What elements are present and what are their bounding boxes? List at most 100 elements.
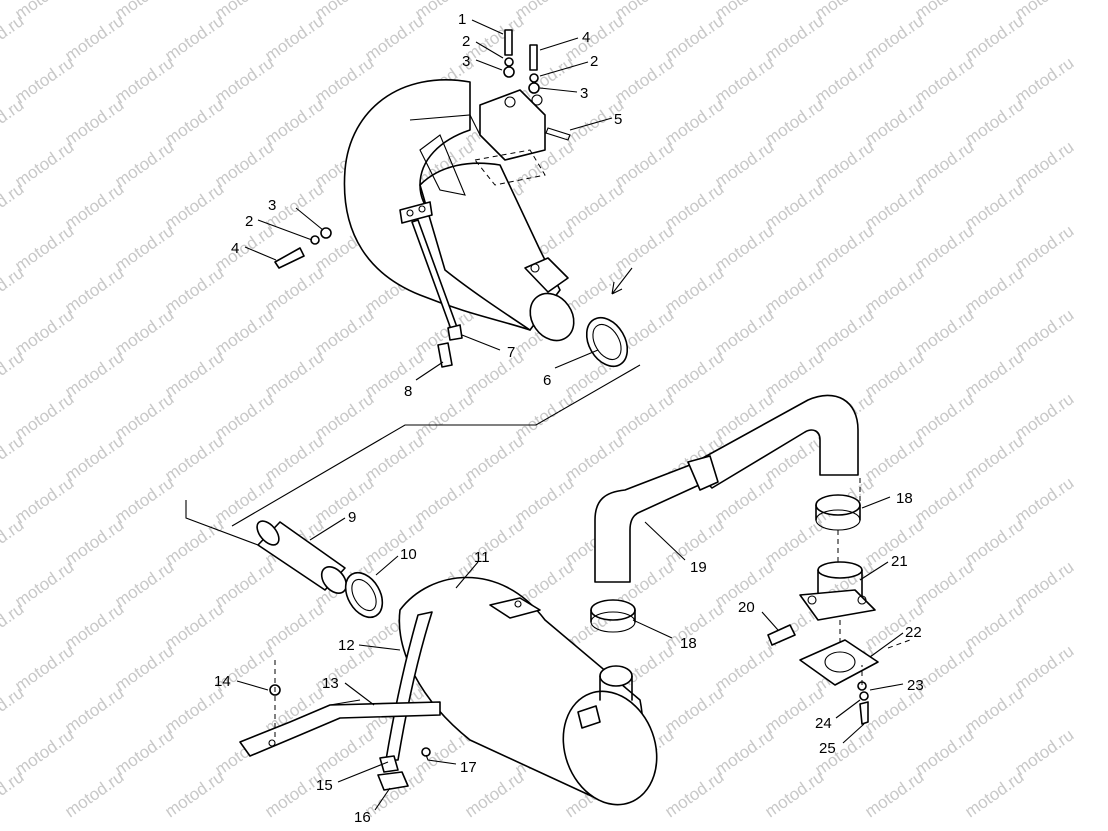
watermark-text: motod.ru xyxy=(261,767,327,821)
watermark-text: motod.ru xyxy=(111,557,177,611)
watermark-text: motod.ru xyxy=(711,221,777,275)
hardware-23-25 xyxy=(857,681,869,725)
watermark-text: motod.ru xyxy=(861,11,927,65)
watermark-text: motod.ru xyxy=(461,431,527,485)
callout-9: 9 xyxy=(348,509,356,526)
watermark-text: motod.ru xyxy=(961,263,1027,317)
watermark-text: motod.ru xyxy=(761,263,827,317)
watermark-text: motod.ru xyxy=(661,347,727,401)
watermark-text: motod.ru xyxy=(661,95,727,149)
watermark-text: motod.ru xyxy=(761,179,827,233)
watermark-text: motod.ru xyxy=(711,137,777,191)
watermark-text: motod.ru xyxy=(961,683,1027,737)
callout-3: 3 xyxy=(268,197,276,214)
watermark-text: motod.ru xyxy=(811,137,877,191)
bolt-20 xyxy=(767,624,796,646)
watermark-text: motod.ru xyxy=(1011,557,1077,611)
expansion-chamber xyxy=(343,79,575,342)
watermark-text: motod.ru xyxy=(161,515,227,569)
callout-15: 15 xyxy=(316,777,333,794)
watermark-text: motod.ru xyxy=(361,515,427,569)
watermark-text: motod.ru xyxy=(1011,725,1077,779)
watermark-text: motod.ru xyxy=(11,725,77,779)
watermark-text: motod.ru xyxy=(61,263,127,317)
watermark-text: motod.ru xyxy=(511,389,577,443)
watermark-text: motod.ru xyxy=(961,515,1027,569)
watermark-text: motod.ru xyxy=(311,389,377,443)
watermark-text: motod.ru xyxy=(1011,137,1077,191)
watermark-text: motod.ru xyxy=(161,179,227,233)
watermark-text: motod.ru xyxy=(961,431,1027,485)
watermark-text: motod.ru xyxy=(161,683,227,737)
watermark-text: motod.ru xyxy=(311,725,377,779)
watermark-text: motod.ru xyxy=(111,389,177,443)
watermark-text: motod.ru xyxy=(261,431,327,485)
callout-13: 13 xyxy=(322,675,339,692)
watermark-text: motod.ru xyxy=(111,641,177,695)
watermark-text: motod.ru xyxy=(161,347,227,401)
watermark-text: motod.ru xyxy=(61,11,127,65)
watermark-text: motod.ru xyxy=(211,53,277,107)
watermark-text: motod.ru xyxy=(61,683,127,737)
callout-25: 25 xyxy=(819,740,836,757)
watermark-text: motod.ru xyxy=(611,389,677,443)
callout-11: 11 xyxy=(474,549,490,566)
watermark-text: motod.ru xyxy=(411,389,477,443)
watermark-text: motod.ru xyxy=(661,683,727,737)
watermark-text: motod.ru xyxy=(161,11,227,65)
watermark-text: motod.ru xyxy=(711,725,777,779)
watermark-text: motod.ru xyxy=(311,305,377,359)
watermark-text: motod.ru xyxy=(561,431,627,485)
watermark-text: motod.ru xyxy=(711,641,777,695)
watermark-text: motod.ru xyxy=(211,389,277,443)
watermark-text: motod.ru xyxy=(511,473,577,527)
muffler-11 xyxy=(398,576,658,806)
coupler-pipe-9 xyxy=(256,520,348,594)
watermark-text: motod.ru xyxy=(61,599,127,653)
watermark-text: motod.ru xyxy=(161,767,227,821)
watermark-text: motod.ru xyxy=(961,179,1027,233)
watermark-text: motod.ru xyxy=(461,11,527,65)
watermark-text: motod.ru xyxy=(11,137,77,191)
watermark-text: motod.ru xyxy=(261,599,327,653)
watermark-text: motod.ru xyxy=(861,347,927,401)
support-rod xyxy=(399,201,463,368)
watermark-text: motod.ru xyxy=(711,53,777,107)
assembly-dash-line-22 xyxy=(887,639,911,649)
assembly-link-line xyxy=(231,364,641,527)
callout-3: 3 xyxy=(462,53,470,70)
muffler-strap xyxy=(377,611,433,791)
clamp-18-upper xyxy=(815,494,861,531)
clamp-6 xyxy=(585,316,629,368)
watermark-text: motod.ru xyxy=(911,137,977,191)
watermark-text: motod.ru xyxy=(761,11,827,65)
watermark-text: motod.ru xyxy=(861,263,927,317)
callout-numbers: 1 2 3 4 2 3 5 3 2 4 6 7 8 9 10 11 12 13 … xyxy=(214,11,924,826)
watermark-text: motod.ru xyxy=(961,767,1027,821)
watermark-text: motod.ru xyxy=(61,515,127,569)
watermark-text: motod.ru xyxy=(261,11,327,65)
callout-1: 1 xyxy=(458,11,466,28)
watermark-text: motod.ru xyxy=(861,95,927,149)
watermark-text: motod.ru xyxy=(311,53,377,107)
gasket-22 xyxy=(799,639,879,686)
watermark-text: motod.ru xyxy=(1011,53,1077,107)
watermark-text: motod.ru xyxy=(311,473,377,527)
watermark-text: motod.ru xyxy=(211,557,277,611)
callout-3: 3 xyxy=(580,85,588,102)
watermark-text: motod.ru xyxy=(911,473,977,527)
watermark-text: motod.ru xyxy=(961,11,1027,65)
outlet-21 xyxy=(799,561,876,621)
watermark-text: motod.ru xyxy=(761,767,827,821)
watermark-text: motod.ru xyxy=(911,725,977,779)
watermark-text: motod.ru xyxy=(11,473,77,527)
watermark-text: motod.ru xyxy=(361,347,427,401)
watermark-text: motod.ru xyxy=(561,179,627,233)
watermark-text: motod.ru xyxy=(961,347,1027,401)
watermark-text: motod.ru xyxy=(161,431,227,485)
callout-24: 24 xyxy=(815,715,832,732)
watermark-text: motod.ru xyxy=(411,473,477,527)
callout-5: 5 xyxy=(614,111,622,128)
callout-2: 2 xyxy=(462,33,470,50)
